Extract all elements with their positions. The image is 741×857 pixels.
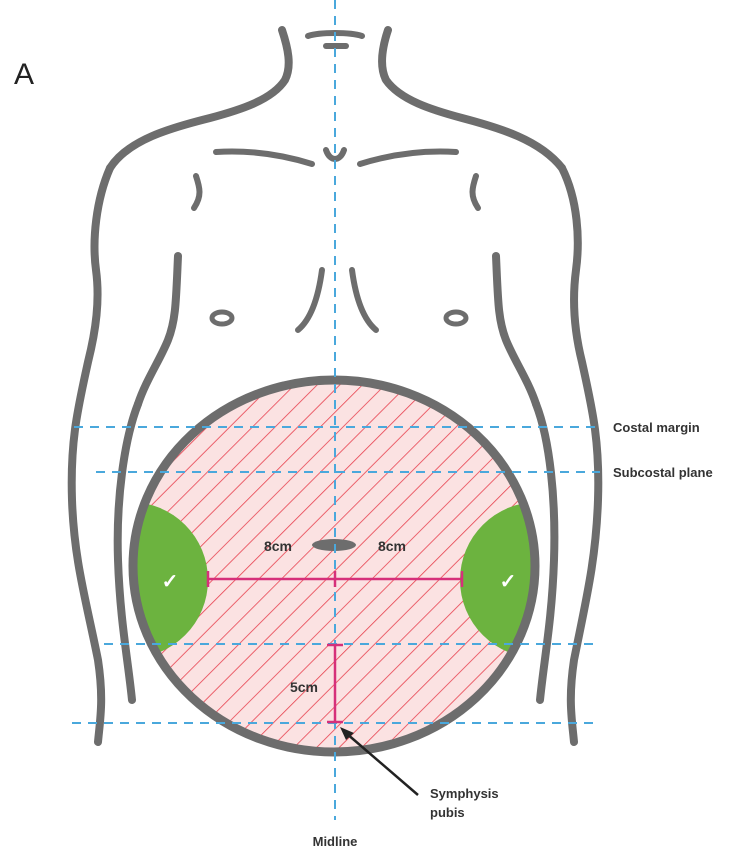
symphysis-label-line1: Symphysis — [430, 786, 499, 801]
right-arm-outer — [562, 168, 598, 742]
right-clavicle — [360, 152, 456, 165]
left-check-icon: ✓ — [162, 571, 179, 593]
right-check-icon: ✓ — [500, 571, 517, 593]
right-pec-line — [473, 176, 479, 208]
symphysis-label-line2: pubis — [430, 805, 465, 820]
left-clavicle — [216, 152, 312, 165]
left-arm-outer — [72, 168, 110, 742]
neck-left — [110, 30, 289, 168]
right-flank — [496, 256, 536, 404]
left-nipple — [212, 312, 232, 324]
inferior-measure-label: 5cm — [290, 679, 318, 695]
right-measure-label: 8cm — [378, 538, 406, 554]
right-nipple — [446, 312, 466, 324]
chest-right-line — [352, 270, 376, 330]
neck-right — [382, 30, 562, 168]
left-pec-line — [194, 176, 200, 208]
left-measure-label: 8cm — [264, 538, 292, 554]
costal-margin-label: Costal margin — [613, 420, 700, 435]
chest-left-line — [298, 270, 322, 330]
midline-label: Midline — [313, 834, 358, 849]
panel-label: A — [14, 58, 34, 91]
left-flank — [138, 256, 178, 404]
subcostal-plane-label: Subcostal plane — [613, 465, 713, 480]
